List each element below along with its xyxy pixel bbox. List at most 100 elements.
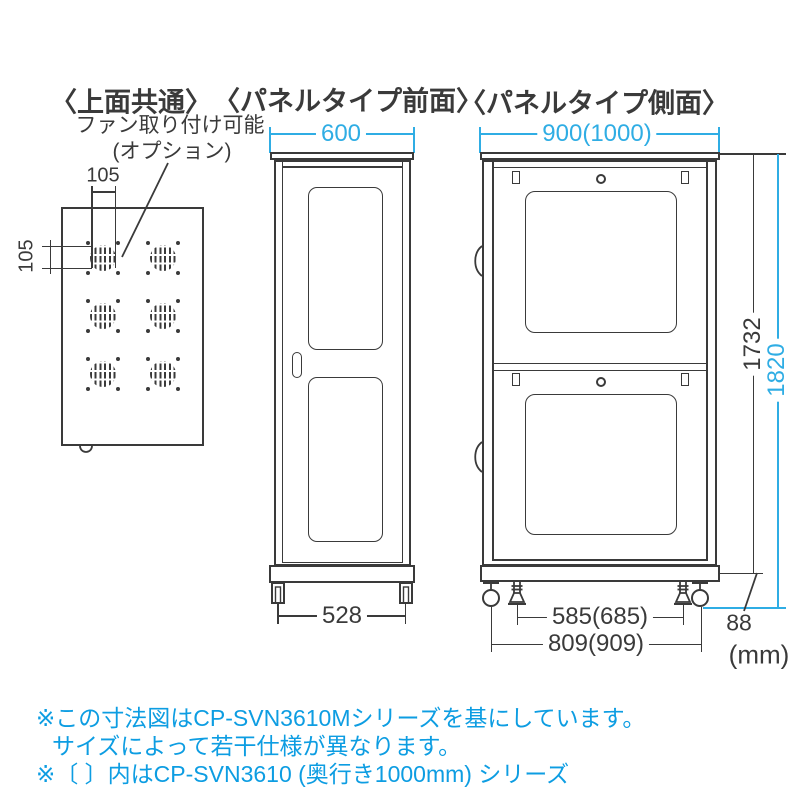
front-foot-left-inner xyxy=(274,586,282,604)
dim-528-tick-left xyxy=(277,604,279,624)
fan-annotation-leader xyxy=(121,162,169,258)
note-line-3: ※〔 〕内はCP-SVN3610 (奥行き1000mm) シリーズ xyxy=(36,761,570,787)
side-frame-left xyxy=(492,160,494,560)
fan-grill xyxy=(90,245,116,271)
dim-height-ext-top xyxy=(719,153,786,155)
dim-585-tick-right xyxy=(682,604,685,625)
side-panel-divider-lower xyxy=(492,369,708,372)
fan-mount-hole xyxy=(176,271,180,275)
fan-mount-hole xyxy=(146,329,150,333)
dim-600-tick-left xyxy=(269,127,271,153)
dim-900-tick-right xyxy=(718,127,720,153)
side-top-cap xyxy=(480,152,720,160)
side-body-outline xyxy=(482,159,717,566)
fan-grill xyxy=(90,361,116,387)
note-line-1: ※この寸法図はCP-SVN3610Mシリーズを基にしています。 xyxy=(36,705,646,731)
dim-105-vertical-line xyxy=(49,240,52,274)
leveling-foot-left xyxy=(508,582,526,605)
dim-900-1000: 900(1000) xyxy=(537,120,657,148)
fan-mount-hole xyxy=(116,357,120,361)
fan-mount-hole xyxy=(86,271,90,275)
fan-vent xyxy=(145,298,181,334)
side-upper-latch-left xyxy=(511,171,520,184)
front-door-handle xyxy=(292,352,302,378)
fan-grill xyxy=(150,245,176,271)
fan-mount-hole xyxy=(86,241,90,245)
fan-mount-hole xyxy=(146,271,150,275)
side-handle-bump-lower xyxy=(474,441,483,473)
dim-105-vertical-tick-top xyxy=(42,245,92,248)
dim-105-vertical-tick-bottom xyxy=(42,267,92,270)
fan-mount-hole xyxy=(176,357,180,361)
side-upper-panel-window xyxy=(524,190,677,333)
front-door-frame-top xyxy=(281,166,404,168)
front-upper-window xyxy=(308,187,383,350)
fan-mount-hole xyxy=(146,357,150,361)
dim-88: 88 xyxy=(726,609,752,636)
front-view-title: 〈パネルタイプ前面〉 xyxy=(213,86,483,117)
dim-809-909: 809(909) xyxy=(542,630,650,658)
side-view-title: 〈パネルタイプ側面〉 xyxy=(459,88,729,119)
fan-mount-hole xyxy=(176,329,180,333)
side-lower-panel-window xyxy=(524,393,677,535)
fan-mount-hole xyxy=(116,271,120,275)
fan-vent xyxy=(145,356,181,392)
dim-528: 528 xyxy=(316,602,368,630)
fan-mount-hole xyxy=(86,299,90,303)
side-upper-screw xyxy=(595,174,606,184)
fan-mount-hole xyxy=(116,387,120,391)
side-frame-top xyxy=(492,166,708,169)
side-handle-bump-upper xyxy=(474,245,483,277)
fan-mount-hole xyxy=(86,329,90,333)
dim-105-horizontal-tick-right xyxy=(114,186,117,268)
side-panel-divider-upper xyxy=(492,362,708,365)
fan-mount-hole xyxy=(176,241,180,245)
side-lower-latch-right xyxy=(681,373,689,386)
side-lower-screw xyxy=(595,376,606,387)
dim-105-horizontal: 105 xyxy=(86,164,120,187)
dim-600-tick-right xyxy=(412,127,415,153)
top-view-lock-bump xyxy=(79,445,93,453)
front-door-frame-right xyxy=(401,160,404,563)
fan-vent xyxy=(85,298,121,334)
front-foot-right-inner xyxy=(402,586,410,604)
fan-mount-hole xyxy=(176,387,180,391)
fan-mount-hole xyxy=(176,299,180,303)
caster-left-wheel xyxy=(482,589,500,607)
fan-mount-hole xyxy=(86,357,90,361)
note-line-2: サイズによって若干仕様が異なります。 xyxy=(52,733,462,759)
front-foot-left xyxy=(271,582,285,604)
fan-grill xyxy=(150,303,176,329)
side-upper-latch-right xyxy=(681,171,689,184)
dim-528-tick-right xyxy=(404,604,407,624)
side-frame-bottom xyxy=(492,559,708,561)
front-foot-right xyxy=(399,582,413,604)
fan-grill xyxy=(150,361,176,387)
front-top-cap xyxy=(270,152,414,160)
top-view-title: 〈上面共通〉 xyxy=(50,87,212,118)
front-body-outline xyxy=(273,159,411,566)
fan-grill xyxy=(90,303,116,329)
fan-mount-hole xyxy=(116,241,120,245)
front-door-frame-bottom xyxy=(281,561,404,564)
fan-mount-hole xyxy=(146,387,150,391)
fan-vent xyxy=(85,356,121,392)
dim-105-horizontal-line xyxy=(91,191,116,193)
fan-mount-hole xyxy=(86,387,90,391)
front-lower-window xyxy=(308,377,383,542)
fan-mount-hole xyxy=(116,299,120,303)
front-door-frame-left xyxy=(281,160,284,563)
dim-105-horizontal-tick-left xyxy=(91,186,93,268)
fan-vent xyxy=(145,240,181,276)
dim-585-685: 585(685) xyxy=(546,603,654,631)
dim-1732-ext-bottom xyxy=(718,572,763,575)
dim-585-tick-left xyxy=(516,604,519,625)
leveling-foot-right xyxy=(674,582,692,605)
fan-annotation-line2: (オプション) xyxy=(112,140,232,163)
fan-vent xyxy=(85,240,121,276)
dim-900-tick-left xyxy=(479,127,481,153)
side-lower-latch-left xyxy=(511,373,520,386)
front-base xyxy=(269,565,415,583)
